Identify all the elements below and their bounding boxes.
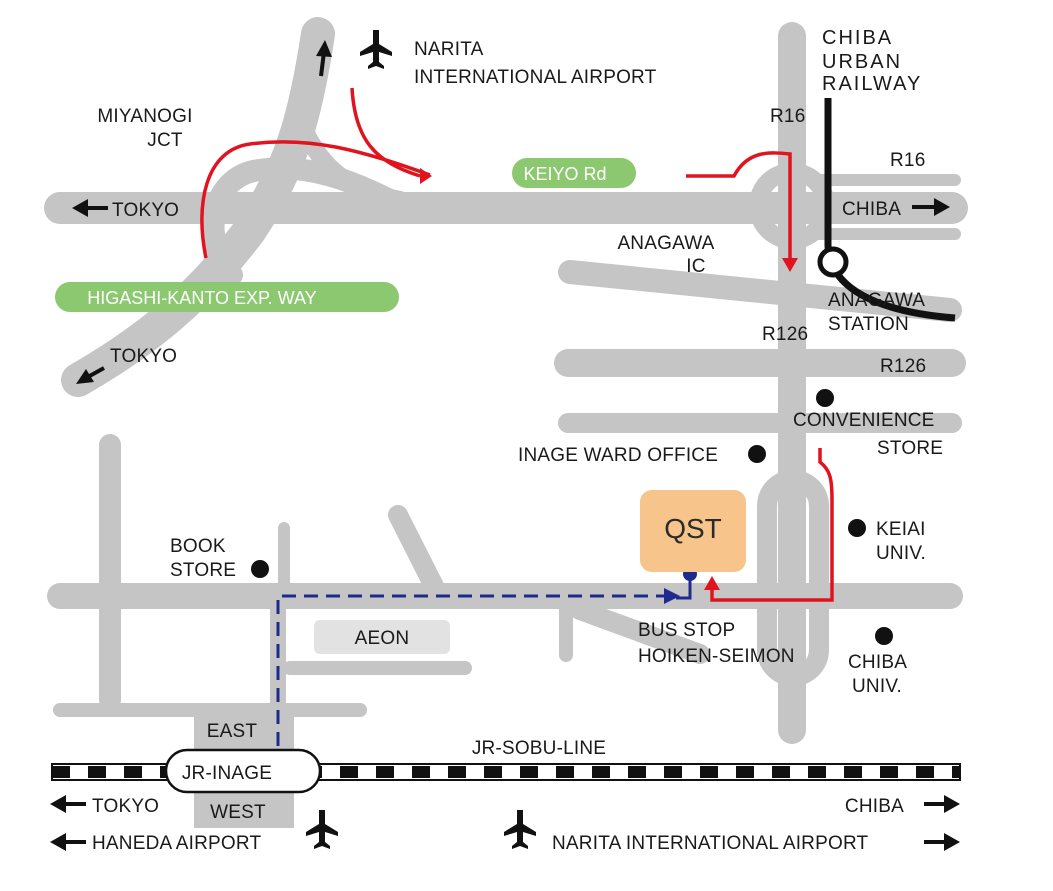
miyanogi-jct-ramp [291,111,409,209]
anagawa-ic-line2: IC [686,256,705,277]
r16-label-north: R16 [770,106,805,127]
arrow-left-icon [72,199,108,217]
qst-destination[interactable] [640,490,746,572]
red-arrow-qst [704,576,720,590]
jr-sobu-line-label: JR-SOBU-LINE [472,738,606,759]
book-store-line1: BOOK [170,536,226,557]
r16-label-east: R16 [890,150,925,171]
book-store-dot [251,560,269,578]
anagawa-ic-line1: ANAGAWA [617,233,714,254]
narita-airport-bottom-label: NARITA INTERNATIONAL AIRPORT [552,833,869,854]
chiba-urban-railway-line1: CHIBA [822,27,893,49]
chiba-urban-railway-line3: RAILWAY [822,73,922,95]
inage-ward-office-dot [748,445,766,463]
haneda-airport-label: HANEDA AIRPORT [92,833,261,854]
arrow-down-left-icon [76,366,105,384]
aeon-label: AEON [355,628,410,649]
chiba-univ-dot [875,627,893,645]
higashi-kanto-label: HIGASHI-KANTO EXP. WAY [87,288,316,308]
airplane-icon [504,810,536,849]
road-network [44,17,968,828]
anagawa-station-line2: STATION [828,314,909,335]
convenience-store-line1: CONVENIENCE [793,410,935,431]
bus-stop-pole [676,576,692,600]
arrow-right-icon [912,198,950,216]
narita-label-line1: NARITA [414,39,484,60]
anagawa-station-marker [817,246,849,278]
tokyo-label-bottom: TOKYO [92,796,159,817]
arrow-right-icon [924,795,960,813]
east-exit-label: EAST [207,721,258,742]
anagawa-station-line1: ANAGAWA [828,290,925,311]
tokyo-label-diagonal: TOKYO [110,346,177,367]
red-arrow-narita [420,168,432,184]
tokyo-label-top: TOKYO [112,200,179,221]
jr-inage-station [164,748,322,794]
blue-walking-route [276,594,676,746]
bus-stop-line2: HOIKEN-SEIMON [638,646,795,667]
miyanogi-label-line2: JCT [147,130,183,151]
keiyo-road-label: KEIYO Rd [523,164,606,184]
arrow-left-icon [50,795,86,813]
arrow-up-icon [316,40,332,77]
r126-label-north: R126 [762,324,808,345]
airplane-icon [306,810,338,849]
higashi-kanto-badge [55,282,399,312]
airplane-icon [360,30,392,69]
arrow-left-icon [50,833,86,851]
narita-label-line2: INTERNATIONAL AIRPORT [414,67,657,88]
chiba-univ-line1: CHIBA [848,652,907,673]
keiai-univ-line2: UNIV. [876,543,926,564]
keiai-univ-dot [848,519,866,537]
convenience-store-dot [816,389,834,407]
west-exit-label: WEST [210,802,266,823]
aeon-building [314,620,450,654]
bus-stop-line1: BUS STOP [638,620,735,641]
miyanogi-label-line1: MIYANOGI [97,106,192,127]
book-store-line2: STORE [170,560,236,581]
convenience-store-line2: STORE [877,438,943,459]
jr-inage-label: JR-INAGE [182,763,272,784]
lower-diagonal-street [570,600,710,664]
red-arrow-anagawa [782,258,798,272]
higashi-kanto-expressway [61,17,335,397]
keiyo-road-badge [512,158,636,188]
chiba-label-east: CHIBA [842,199,901,220]
qst-label: QST [664,513,722,544]
diagonal-street [388,505,446,600]
chiba-label-bottom: CHIBA [845,796,904,817]
inage-ward-office-label: INAGE WARD OFFICE [518,445,718,466]
r16-oval [757,470,829,686]
keiai-univ-line1: KEIAI [876,519,926,540]
chiba-urban-railway-line2: URBAN [822,51,902,73]
blue-arrow [664,588,680,604]
chiba-univ-line2: UNIV. [852,676,902,697]
r126-label-east: R126 [880,356,926,377]
arrow-right-icon [924,833,960,851]
red-route [200,87,834,602]
